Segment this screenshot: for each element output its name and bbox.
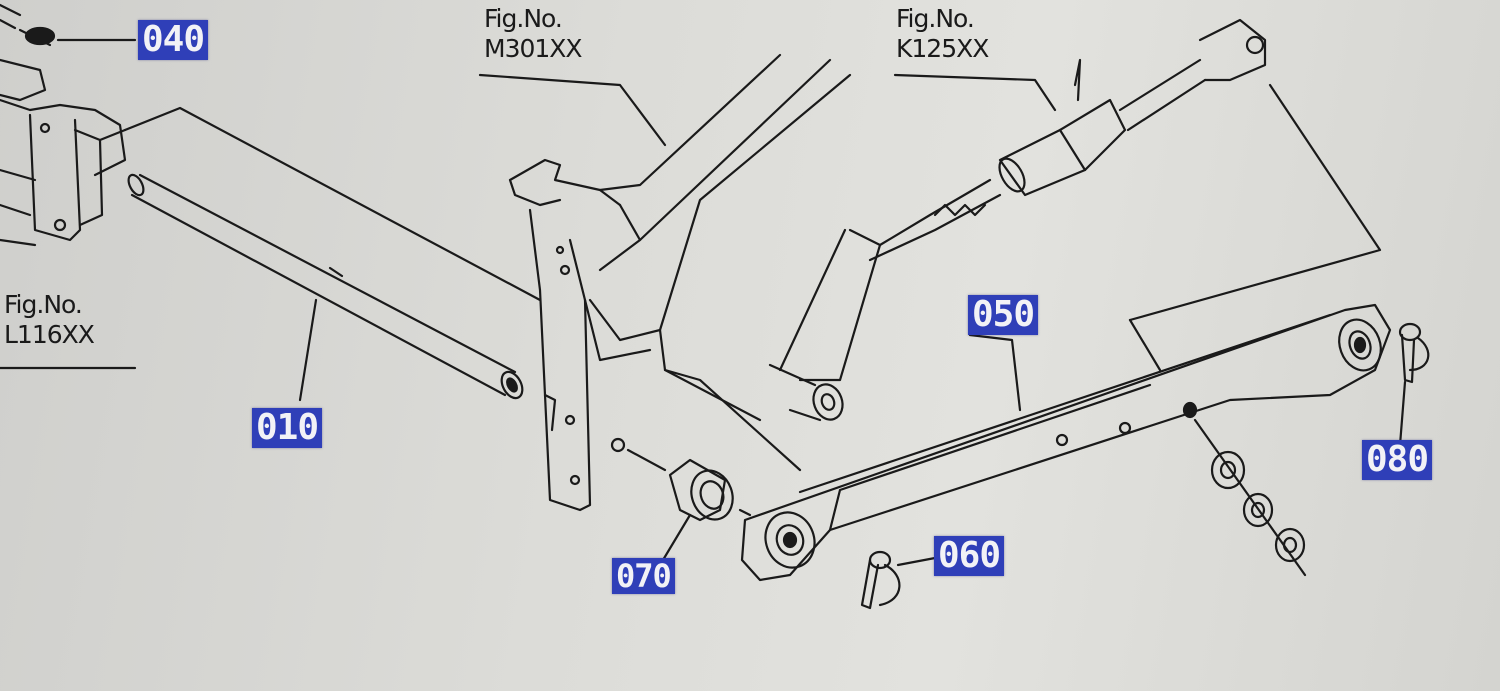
- lynch-pin-part-080: [1398, 322, 1430, 447]
- top-link-assembly: [768, 18, 1267, 422]
- fig-ref-k125-code: K125XX: [896, 34, 989, 63]
- leader-060: [896, 556, 937, 567]
- part-badge-080[interactable]: 080: [1362, 440, 1433, 480]
- shaft-part-010: [127, 173, 524, 402]
- center-bracket-assembly: [478, 53, 852, 512]
- part-badge-010[interactable]: 010: [252, 408, 323, 448]
- fig-ref-k125-label: Fig.No.: [896, 4, 975, 33]
- fig-ref-m301: Fig.No. M301XX: [484, 4, 583, 64]
- leader-050: [968, 333, 1022, 412]
- left-bracket-assembly: [0, 3, 127, 247]
- bushing-part-070: [610, 437, 752, 567]
- fig-ref-m301-label: Fig.No.: [484, 4, 563, 33]
- leader-m301: [478, 73, 667, 147]
- part-badge-050[interactable]: 050: [968, 295, 1039, 335]
- leader-l116-upper: [123, 106, 542, 302]
- lower-link-part-050: [740, 83, 1392, 582]
- lynch-pin-part-060: [860, 550, 937, 610]
- leader-k125: [893, 73, 1057, 112]
- fig-ref-m301-code: M301XX: [484, 34, 583, 63]
- fig-ref-k125: Fig.No. K125XX: [896, 4, 989, 64]
- part-badge-070[interactable]: 070: [612, 558, 675, 594]
- fig-ref-l116-code: L116XX: [4, 320, 95, 349]
- part-badge-060[interactable]: 060: [934, 536, 1005, 576]
- leader-080: [1398, 380, 1407, 447]
- leader-010: [298, 298, 318, 402]
- fig-ref-l116: Fig.No. L116XX: [4, 290, 95, 350]
- part-badge-040[interactable]: 040: [138, 20, 209, 60]
- leader-070: [658, 513, 692, 567]
- fig-ref-l116-label: Fig.No.: [4, 290, 83, 319]
- washer-stack: [1193, 418, 1307, 577]
